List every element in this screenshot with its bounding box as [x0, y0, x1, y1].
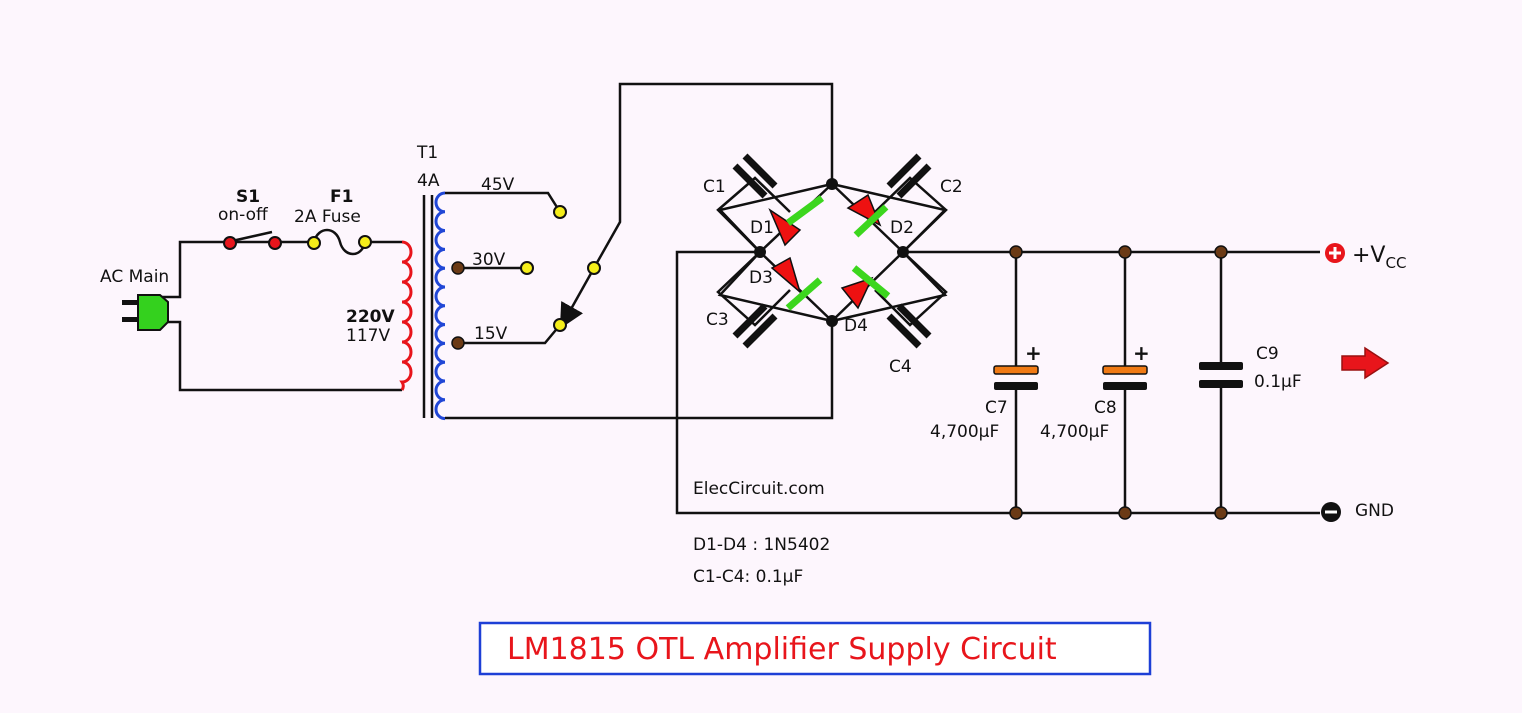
diode-d3: [770, 256, 823, 311]
label-c8: C8: [1094, 398, 1117, 418]
title-box: LM1815 OTL Amplifier Supply Circuit: [478, 621, 1152, 676]
label-c7-value: 4,700µF: [930, 422, 999, 442]
tap-45-terminal: [553, 205, 567, 219]
label-c8-value: 4,700µF: [1040, 422, 1109, 442]
label-v-primary-1: 220V: [346, 307, 395, 327]
diode-d4: [840, 265, 891, 310]
selector-common-terminal: [587, 261, 601, 275]
voltage-selector: [451, 205, 601, 350]
label-c7: C7: [985, 398, 1008, 418]
bridge-nodes: [754, 178, 909, 327]
switch-terminal-b: [268, 236, 282, 250]
label-ac-main: AC Main: [100, 267, 169, 287]
tap-node-30: [451, 261, 465, 275]
tap-30-terminal: [520, 261, 534, 275]
label-vcc: +VCC: [1352, 243, 1406, 272]
label-t1-current: 4A: [417, 171, 440, 191]
diode-d2: [846, 193, 889, 238]
transformer-t1: [399, 191, 446, 421]
output-arrow-icon: [1341, 346, 1390, 380]
label-d4: D4: [844, 316, 868, 336]
label-note-caps: C1-C4: 0.1µF: [693, 567, 803, 587]
capacitor-c1: [732, 153, 778, 199]
tap-15-terminal: [553, 318, 567, 332]
label-d2: D2: [890, 218, 914, 238]
rail-nodes: [1009, 245, 1228, 520]
label-d1: D1: [750, 218, 774, 238]
label-tap-15: 15V: [474, 324, 508, 344]
ac-plug-icon: [122, 294, 169, 331]
label-c7-plus: +: [1025, 341, 1042, 365]
vcc-terminal-icon: [1325, 243, 1345, 263]
capacitor-c9: [1199, 362, 1243, 388]
label-c3: C3: [706, 310, 729, 330]
label-s1-desc: on-off: [218, 205, 269, 225]
label-d3: D3: [749, 268, 773, 288]
label-f1: F1: [330, 187, 353, 207]
label-f1-desc: 2A Fuse: [294, 207, 361, 227]
label-s1: S1: [236, 187, 260, 207]
labels: T1 4A S1 on-off F1 2A Fuse AC Main 220V …: [100, 143, 1406, 587]
label-gnd: GND: [1355, 501, 1394, 521]
capacitor-c8: [1102, 365, 1148, 390]
capacitor-c3: [732, 303, 778, 349]
switch-terminal-a: [223, 236, 237, 250]
capacitor-c2: [886, 153, 932, 199]
tap-node-15: [451, 336, 465, 350]
gnd-terminal-icon: [1321, 502, 1341, 522]
capacitor-c4: [886, 303, 932, 349]
label-c2: C2: [940, 177, 963, 197]
wires: [160, 82, 1320, 515]
label-c4: C4: [889, 357, 912, 377]
label-v-primary-2: 117V: [346, 326, 390, 346]
label-c8-plus: +: [1133, 341, 1150, 365]
capacitor-c7: [993, 365, 1039, 390]
label-c9: C9: [1256, 344, 1279, 364]
fuse-f1: [307, 228, 372, 256]
label-tap-45: 45V: [481, 175, 515, 195]
label-c9-value: 0.1µF: [1254, 372, 1302, 392]
switch-s1: [223, 230, 282, 250]
label-tap-30: 30V: [472, 250, 506, 270]
label-website: ElecCircuit.com: [693, 479, 825, 499]
label-note-diodes: D1-D4 : 1N5402: [693, 535, 830, 555]
diagram-title: LM1815 OTL Amplifier Supply Circuit: [507, 632, 1057, 667]
label-c1: C1: [703, 177, 726, 197]
diode-d1: [768, 195, 825, 247]
label-t1: T1: [416, 143, 438, 163]
